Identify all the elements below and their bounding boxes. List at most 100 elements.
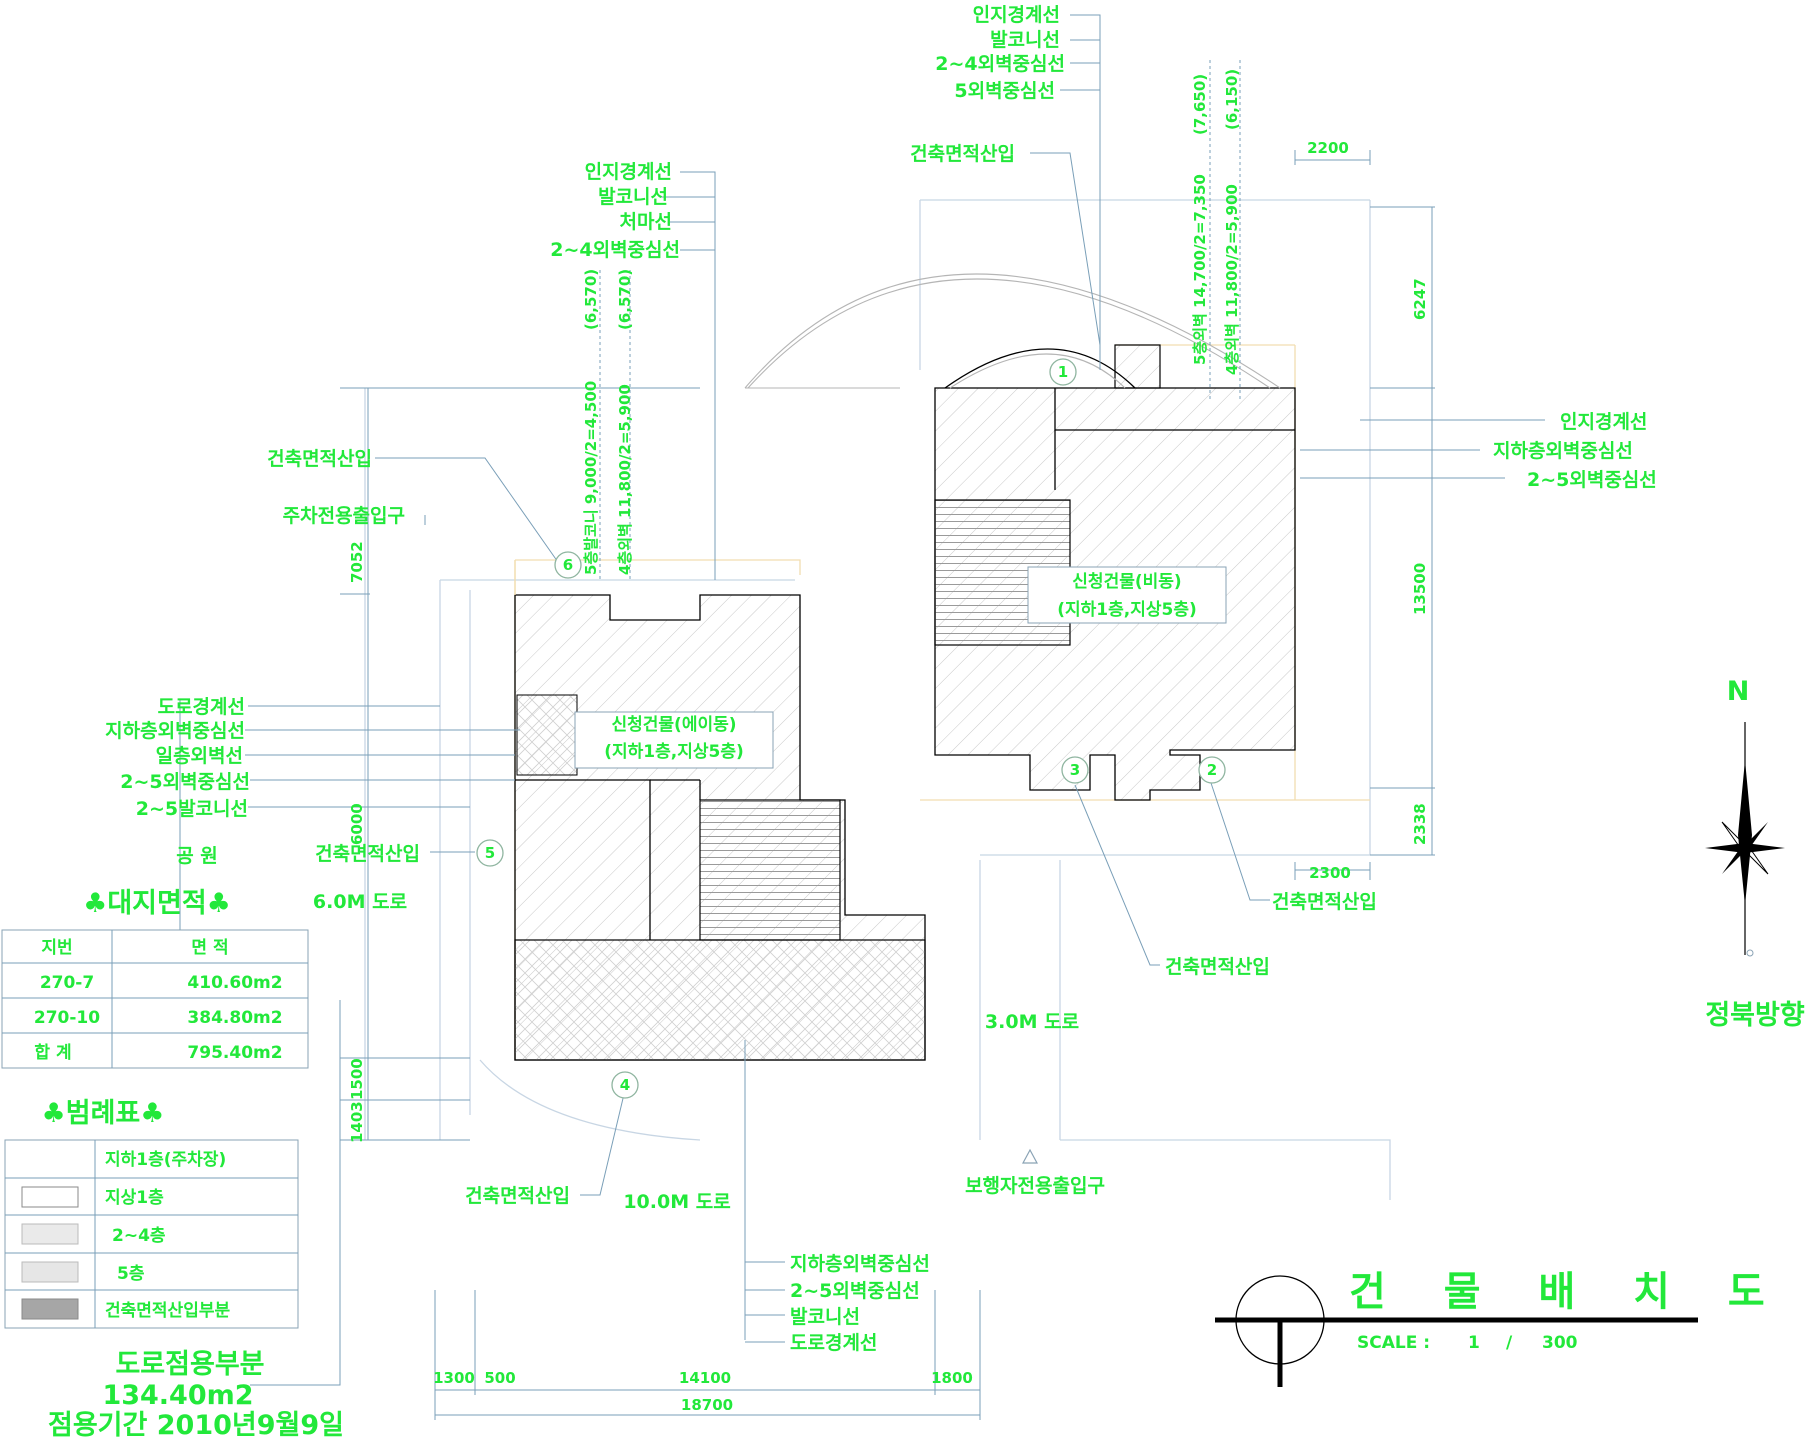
mid-vdim-4: (6,570): [616, 269, 634, 330]
mid-vdim-3: 4층외벽 11,800/2=5,900: [616, 384, 634, 575]
north-letter: N: [1727, 676, 1750, 707]
site-area-r3c2: 795.40m2: [187, 1043, 282, 1063]
legend-swatch-2: [21, 1186, 79, 1208]
marker-2-text: 2: [1207, 761, 1217, 779]
top-vdim-2: (7,650): [1191, 74, 1209, 135]
park-label: 공 원: [176, 845, 218, 867]
building-b-floors: (지하1층,지상5층): [1057, 600, 1197, 620]
legend-item-3: 2~4층: [112, 1226, 166, 1246]
marker-4: [611, 1071, 639, 1099]
top-label-2: 발코니선: [990, 29, 1060, 51]
legend-item-1: 지하1층(주차장): [105, 1150, 226, 1170]
dim-b1800: 1800: [931, 1369, 973, 1387]
top-vdim-3: 4층외벽 11,800/2=5,900: [1223, 184, 1241, 375]
bottom-label-3: 발코니선: [790, 1306, 860, 1328]
mid-label-2: 발코니선: [598, 186, 668, 208]
left-label-4: 2~5외벽중심선: [120, 771, 250, 793]
site-area-r1c2: 410.60m2: [187, 973, 282, 993]
marker-4-text: 4: [620, 1076, 630, 1094]
top-label-3: 2~4외벽중심선: [935, 53, 1065, 75]
marker-6-text: 6: [563, 556, 573, 574]
top-area-label: 건축면적산입: [910, 143, 1015, 165]
building-a-floors: (지하1층,지상5층): [604, 742, 744, 762]
marker-1-text: 1: [1058, 363, 1068, 381]
dim-13500: 13500: [1411, 563, 1429, 615]
legend-swatch-5: [21, 1298, 79, 1320]
marker-5-text: 5: [485, 844, 495, 862]
building-a-name: 신청건물(에이동): [611, 714, 736, 735]
dim-2200-top: 2200: [1307, 139, 1349, 157]
site-area-r3c1: 합 계: [34, 1042, 71, 1063]
mid-labels: 인지경계선 발코니선 처마선 2~4외벽중심선 5층발코니 9,000/2=4,…: [550, 161, 680, 575]
dim-b1300: 1300: [433, 1369, 475, 1387]
building-b: [744, 273, 1296, 801]
dim-b18700: 18700: [681, 1396, 733, 1414]
right-label-1: 인지경계선: [1560, 411, 1647, 433]
left-label-5: 2~5발코니선: [136, 798, 248, 820]
bottom-label-1: 지하층외벽중심선: [790, 1253, 930, 1275]
road-3m-label: 3.0M 도로: [985, 1011, 1079, 1033]
marker-3-text: 3: [1070, 761, 1080, 779]
compass-star-icon: [1738, 760, 1752, 905]
bottom-labels: 건축면적산입 10.0M 도로 보행자전용출입구 지하층외벽중심선 2~5외벽중…: [465, 1148, 1105, 1354]
road-occupation-label: 도로점용부분: [115, 1349, 264, 1380]
top-vdim-4: (6,150): [1223, 69, 1241, 130]
left-label-2: 지하층외벽중심선: [105, 720, 245, 742]
parking-entry-label: 주차전용출입구: [283, 505, 405, 527]
site-area-title: ♣대지면적♣: [83, 888, 231, 919]
title-block: 건 물 배 치 도 SCALE : 1 / 300: [1215, 1269, 1765, 1387]
dim-1500: 1500: [348, 1058, 366, 1100]
legend: ♣범례표♣ 지하1층(주차장) 지상1층 2~4층 5층 건축면적산입부분: [4, 1098, 299, 1329]
marker-6: [554, 551, 582, 579]
dim-2338: 2338: [1411, 803, 1429, 845]
dim-2300: 2300: [1309, 864, 1351, 882]
road-occupation-area: 134.40m2: [102, 1380, 253, 1411]
dim-6000: 6000: [348, 803, 366, 845]
building-a-label: 신청건물(에이동) (지하1층,지상5층): [574, 711, 774, 769]
right-labels: 인지경계선 지하층외벽중심선 2~5외벽중심선 건축면적산입 건축면적산입 3.…: [985, 411, 1657, 1033]
left-labels: 건축면적산입 주차전용출입구 도로경계선 지하층외벽중심선 일층외벽선 2~5외…: [105, 448, 420, 913]
dim-b14100: 14100: [679, 1369, 731, 1387]
top-vdim-1: 5층외벽 14,700/2=7,350: [1191, 174, 1209, 365]
building-a: [514, 560, 926, 1061]
entry-triangle-icon: [1021, 1148, 1039, 1164]
mid-vdim-2: (6,570): [582, 269, 600, 330]
left-area-label: 건축면적산입: [267, 448, 372, 470]
road-occupation-period: 점용기간 2010년9월9일: [48, 1410, 344, 1440]
mid-label-1: 인지경계선: [585, 161, 672, 183]
dimension-numbers: 2200 6247 13500 2338 2300 7052 6000 1500…: [348, 139, 1429, 1414]
north-arrow: N 정북방향: [1705, 676, 1805, 1031]
site-area-r2c2: 384.80m2: [187, 1008, 282, 1028]
legend-title: ♣범례표♣: [42, 1098, 165, 1129]
site-area-header-1: 지번: [41, 938, 72, 958]
site-area-header-2: 면 적: [191, 938, 228, 958]
marker-5: [476, 839, 504, 867]
building-b-label: 신청건물(비동) (지하1층,지상5층): [1027, 566, 1227, 624]
leader-lines: [179, 14, 1545, 1420]
north-label: 정북방향: [1705, 1000, 1805, 1031]
right-label-3: 2~5외벽중심선: [1527, 469, 1657, 491]
site-area-r1c1: 270-7: [40, 973, 94, 993]
bottom-label-4: 도로경계선: [790, 1332, 877, 1354]
bottom-label-2: 2~5외벽중심선: [790, 1280, 920, 1302]
top-label-4: 5외벽중심선: [954, 80, 1055, 102]
dim-b500: 500: [484, 1369, 515, 1387]
road-occupation: 도로점용부분 134.40m2 점용기간 2010년9월9일: [48, 1349, 344, 1440]
left-area-label-2: 건축면적산입: [315, 843, 420, 865]
building-b-name: 신청건물(비동): [1072, 571, 1181, 592]
top-label-1: 인지경계선: [973, 4, 1060, 26]
scale-sep: /: [1506, 1333, 1513, 1353]
scale-num: 1: [1468, 1333, 1480, 1353]
marker-1: [1049, 358, 1077, 386]
scale-den: 300: [1542, 1333, 1578, 1353]
right-area-label-a: 건축면적산입: [1272, 891, 1377, 913]
mid-label-3: 처마선: [620, 211, 672, 233]
dim-6247: 6247: [1411, 278, 1429, 320]
top-labels: 인지경계선 발코니선 2~4외벽중심선 5외벽중심선 건축면적산입 5층외벽 1…: [910, 4, 1241, 375]
scale-label: SCALE :: [1357, 1333, 1430, 1353]
road-10m-label: 10.0M 도로: [623, 1191, 730, 1213]
marker-2: [1198, 756, 1226, 784]
left-label-3: 일층외벽선: [156, 745, 243, 767]
dim-7052: 7052: [348, 541, 366, 583]
